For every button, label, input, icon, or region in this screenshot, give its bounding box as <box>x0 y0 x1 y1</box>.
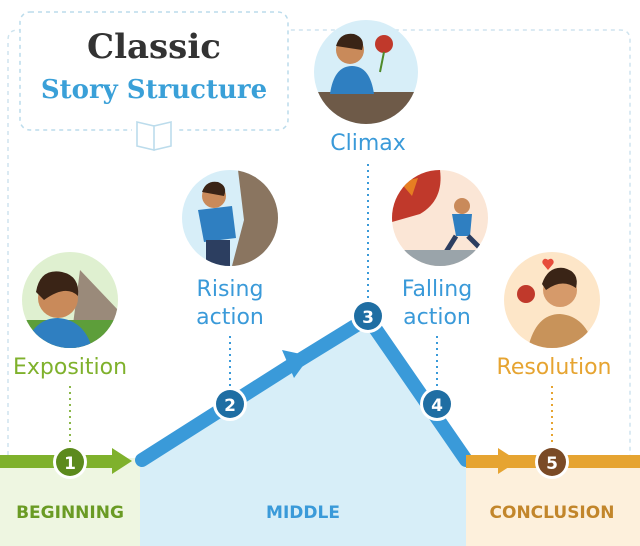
stage-label-falling-line-2: action <box>403 305 471 330</box>
stage-label-climax: Climax <box>330 131 406 156</box>
title-box <box>19 11 289 131</box>
stage-label-falling-line-1: Falling <box>402 277 472 302</box>
section-label-conclusion: CONCLUSION <box>490 503 615 523</box>
rising-action-illustration <box>182 170 278 266</box>
stage-label-rising-line-1: Rising <box>197 277 264 302</box>
stage-marker-1: 1 <box>53 445 87 479</box>
arrow-right-icon-orange <box>498 448 518 474</box>
section-label-middle: MIDDLE <box>266 503 340 523</box>
book-icon <box>132 118 176 152</box>
title-line-2: Story Structure <box>41 75 267 105</box>
title-line-1: Classic <box>87 27 221 67</box>
stage-label-exposition: Exposition <box>13 355 127 380</box>
stage-marker-5: 5 <box>535 445 569 479</box>
svg-text:3: 3 <box>362 308 374 328</box>
svg-text:4: 4 <box>431 396 443 416</box>
dashed-frame <box>7 29 631 455</box>
arrow-right-icon-blue <box>282 350 310 378</box>
stage-label-resolution: Resolution <box>497 355 612 380</box>
svg-text:1: 1 <box>64 454 76 474</box>
middle-section-bottom <box>140 458 466 546</box>
falling-action-illustration <box>392 170 488 266</box>
climax-illustration <box>314 20 418 124</box>
section-label-beginning: BEGINNING <box>16 503 124 523</box>
stage-marker-3: 3 <box>351 299 385 333</box>
svg-text:5: 5 <box>546 454 558 474</box>
svg-text:2: 2 <box>224 396 236 416</box>
resolution-illustration <box>504 252 600 348</box>
arrow-right-icon-green <box>112 448 132 474</box>
exposition-illustration <box>22 252 118 348</box>
stage-marker-4: 4 <box>420 387 454 421</box>
stage-label-rising-line-2: action <box>196 305 264 330</box>
stage-marker-2: 2 <box>213 387 247 421</box>
